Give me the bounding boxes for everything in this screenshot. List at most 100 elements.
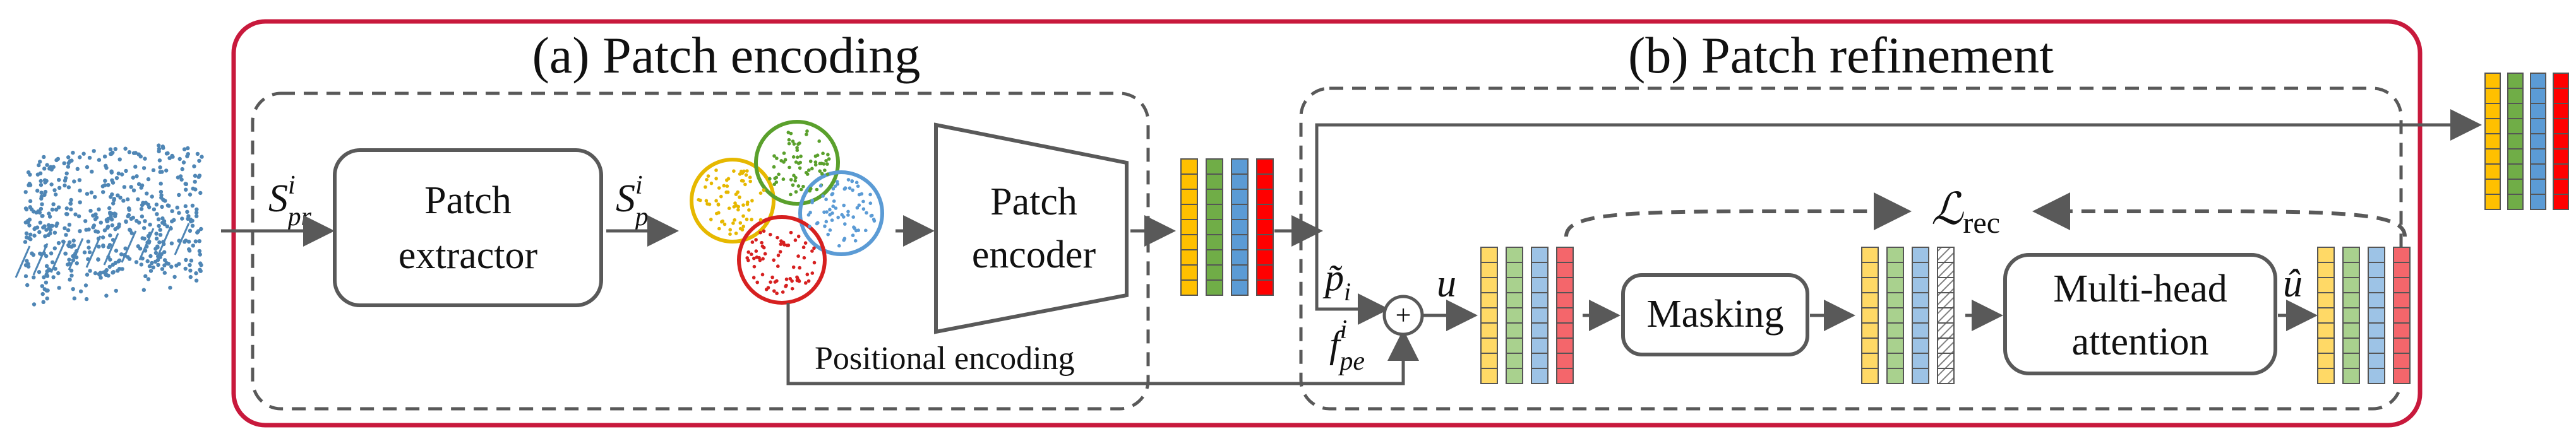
u-hat-token-cell xyxy=(2317,353,2335,369)
patch-point xyxy=(773,176,777,180)
cloud-point xyxy=(188,268,193,273)
patch-point xyxy=(736,208,740,212)
cloud-point xyxy=(93,229,98,233)
patch-point xyxy=(788,165,791,170)
output-token-cell xyxy=(2553,179,2569,195)
cloud-point xyxy=(32,302,37,307)
cloud-point xyxy=(49,251,54,255)
cloud-point xyxy=(160,144,165,149)
encoded-token-cell xyxy=(1231,264,1249,281)
cloud-point xyxy=(157,149,161,153)
u-token-cell xyxy=(1480,262,1498,278)
patch-point xyxy=(754,249,758,253)
output-token-cell xyxy=(2507,163,2524,180)
cloud-point xyxy=(151,168,156,172)
patch-point xyxy=(808,211,812,214)
cloud-point xyxy=(35,189,40,193)
u-token-cell xyxy=(1556,322,1574,339)
patch-point xyxy=(791,139,795,143)
patch-point xyxy=(726,190,730,194)
cloud-point xyxy=(151,265,155,270)
cloud-point xyxy=(172,274,177,279)
cloud-point xyxy=(73,212,78,217)
patch-point xyxy=(789,178,793,182)
patch-point xyxy=(793,238,798,242)
u-token-cell xyxy=(1531,307,1549,324)
cloud-point xyxy=(40,291,45,296)
cloud-point xyxy=(38,160,42,164)
cloud-point xyxy=(40,284,44,288)
cloud-point xyxy=(49,182,54,187)
masked-token-cell xyxy=(1886,262,1904,278)
cloud-point xyxy=(157,223,161,228)
cloud-point xyxy=(143,219,147,223)
patch-encoder-block xyxy=(934,122,1129,334)
adder-plus: + xyxy=(1396,300,1411,331)
u-hat-token-cell xyxy=(2393,262,2411,278)
extractor-label-line2: extractor xyxy=(398,234,538,277)
cloud-point xyxy=(164,168,169,173)
u-hat-token-cell xyxy=(2393,307,2411,324)
patch-point xyxy=(796,184,801,188)
cloud-point xyxy=(114,176,119,180)
patch-point xyxy=(851,233,855,237)
masked-token-cell xyxy=(1912,353,1929,369)
cloud-point xyxy=(195,151,200,156)
cloud-point xyxy=(69,197,73,202)
patch-point xyxy=(709,181,714,185)
output-token-cell xyxy=(2507,194,2524,210)
encoded-token-cell xyxy=(1231,173,1249,190)
u-hat-token-cell xyxy=(2342,307,2360,324)
patch-point xyxy=(763,252,767,256)
u-token-cell xyxy=(1506,247,1523,263)
patch-point xyxy=(833,184,837,189)
encoded-token-cell xyxy=(1231,189,1249,205)
cloud-point xyxy=(104,163,108,168)
patch-point xyxy=(810,271,815,275)
cloud-point xyxy=(162,250,167,254)
patch-point xyxy=(851,215,855,219)
cloud-point xyxy=(92,149,96,153)
cloud-point xyxy=(23,190,28,194)
u-token-cell xyxy=(1556,337,1574,354)
cloud-point xyxy=(54,192,58,197)
cloud-point xyxy=(155,212,159,216)
cloud-point xyxy=(136,244,140,249)
masked-token-column-2 xyxy=(1886,247,1904,384)
cloud-point xyxy=(142,226,147,230)
cloud-point xyxy=(52,246,57,250)
cloud-point xyxy=(197,158,201,163)
u-token-cell xyxy=(1531,337,1549,354)
patch-point xyxy=(789,192,793,197)
cloud-point xyxy=(158,233,163,237)
patch-point xyxy=(835,180,839,184)
patch-point xyxy=(697,197,700,202)
cloud-point xyxy=(136,152,141,156)
cloud-point xyxy=(69,268,74,273)
encoded-token-cell xyxy=(1256,264,1274,281)
cloud-point xyxy=(186,146,190,151)
encoded-token-column-4 xyxy=(1256,158,1274,296)
cloud-point xyxy=(25,283,30,288)
patch-point xyxy=(798,266,801,270)
u-token-cell xyxy=(1480,353,1498,369)
positional-encoding-arrow xyxy=(786,303,1419,385)
patch-point xyxy=(795,275,799,279)
cloud-point xyxy=(122,185,127,189)
cloud-point xyxy=(51,202,56,206)
u-token-cell xyxy=(1531,353,1549,369)
patch-encoding-box xyxy=(251,91,1150,411)
patch-point xyxy=(824,220,829,224)
patch-point xyxy=(776,254,781,257)
cloud-point xyxy=(114,249,119,253)
output-token-cell xyxy=(2484,194,2501,210)
patch-point xyxy=(799,155,803,158)
u-token-cell xyxy=(1531,262,1549,278)
u-token-column-3 xyxy=(1531,247,1549,384)
encoded-token-cell xyxy=(1231,158,1249,175)
cloud-point xyxy=(47,267,51,272)
cloud-point xyxy=(154,202,159,207)
output-token-cell xyxy=(2530,118,2546,134)
cloud-point xyxy=(160,204,164,209)
cloud-point xyxy=(67,257,71,262)
